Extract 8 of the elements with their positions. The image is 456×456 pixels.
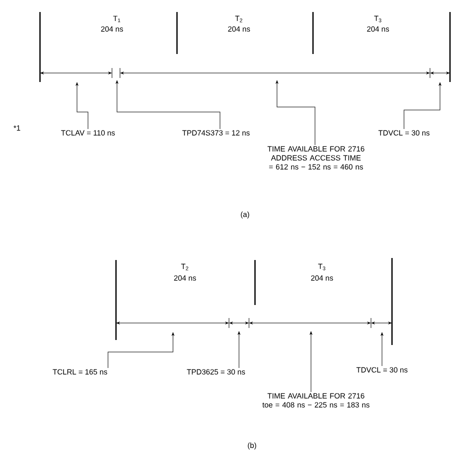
leader-line bbox=[380, 332, 384, 366]
leader-line bbox=[116, 80, 220, 130]
leader-line bbox=[404, 82, 442, 130]
leader-line bbox=[310, 331, 312, 392]
leader-line bbox=[276, 80, 316, 146]
leader-line bbox=[76, 82, 88, 130]
leader-line bbox=[238, 331, 240, 368]
leader-line bbox=[108, 332, 174, 368]
